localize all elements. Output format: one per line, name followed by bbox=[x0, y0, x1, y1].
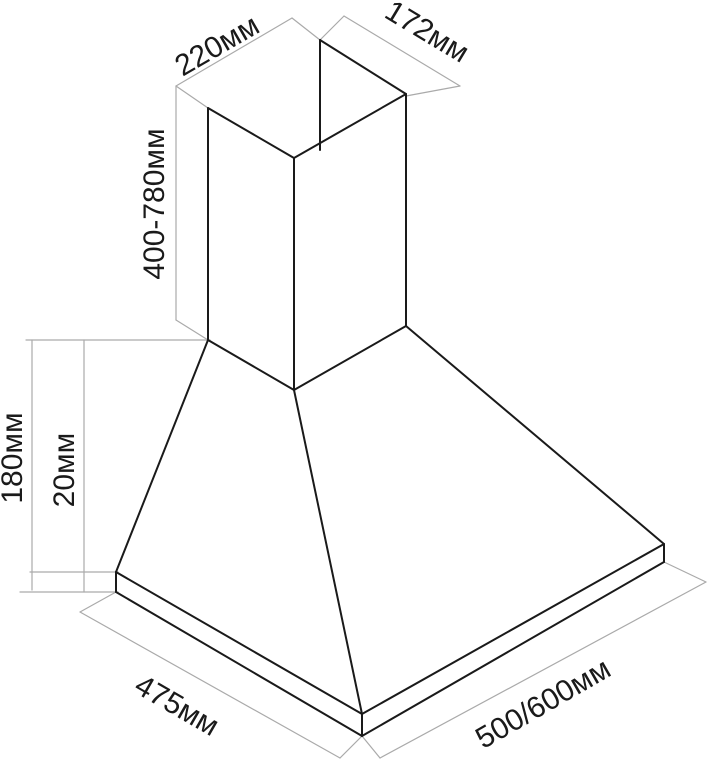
duct-top-front-edges bbox=[207, 93, 407, 159]
label-hood-width: 500/600мм bbox=[470, 652, 616, 755]
ext-hood-width-left bbox=[361, 735, 381, 759]
ext-duct-width-left bbox=[175, 85, 209, 109]
ext-duct-depth-left bbox=[319, 15, 345, 41]
ext-hood-depth-left bbox=[79, 591, 117, 613]
label-duct-depth: 172мм bbox=[379, 0, 474, 70]
dim-line-duct-width bbox=[175, 17, 293, 87]
hood-left-slope bbox=[115, 339, 209, 573]
duct-top-back-edge bbox=[319, 39, 407, 95]
label-rim-height: 20мм bbox=[48, 433, 81, 508]
duct-base-edges bbox=[207, 325, 407, 391]
dimension-lines bbox=[19, 15, 707, 759]
ext-duct-height-bottom bbox=[175, 319, 209, 341]
ext-duct-depth-right bbox=[405, 85, 461, 97]
hood-front-slope bbox=[293, 389, 363, 715]
hood-right-slope bbox=[405, 325, 665, 545]
ext-hood-width-right bbox=[663, 561, 707, 583]
label-duct-width: 220мм bbox=[169, 9, 265, 83]
ext-hood-depth-right bbox=[339, 735, 363, 759]
dim-line-hood-width bbox=[379, 581, 707, 759]
dim-line-hood-depth bbox=[79, 611, 341, 759]
label-duct-height: 400-780мм bbox=[138, 128, 171, 279]
label-hood-depth: 475мм bbox=[129, 669, 225, 743]
dim-line-duct-depth bbox=[343, 15, 461, 87]
hood-outline bbox=[115, 39, 665, 737]
ext-duct-width-right bbox=[291, 17, 321, 41]
label-hood-height: 180мм bbox=[0, 412, 29, 503]
